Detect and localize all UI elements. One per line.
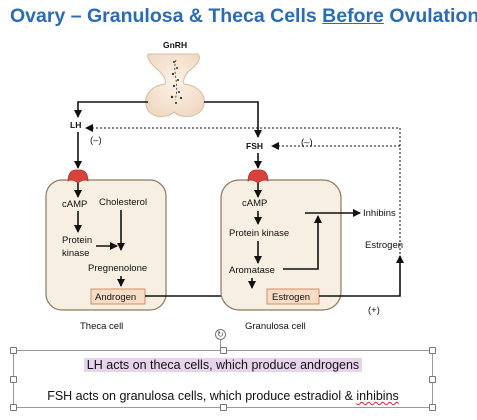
theca-cholesterol-label: Cholesterol <box>99 197 147 208</box>
estrogen-feedback-label: (+) <box>368 305 380 316</box>
androgen-label: Androgen <box>95 292 136 303</box>
resize-handle-bottom-right[interactable] <box>429 404 436 411</box>
fsh-feedback-label: (–) <box>301 137 313 148</box>
rotate-handle-stem <box>220 340 221 350</box>
ovary-diagram: GnRH LH (–) FSH (–) cAMP Cholesterol Pro… <box>45 40 404 332</box>
inhibins-label: Inhibins <box>363 208 396 219</box>
lh-arrow <box>74 101 148 118</box>
estrogen-out-arrow <box>319 255 404 297</box>
resize-handle-middle-right[interactable] <box>429 376 436 383</box>
note-line-2-text: FSH acts on granulosa cells, which produ… <box>47 389 357 403</box>
estrogen-out-label: Estrogen <box>365 240 403 251</box>
estrogen-label: Estrogen <box>272 292 310 303</box>
granulosa-cell-label: Granulosa cell <box>245 321 306 332</box>
fsh-arrow <box>204 101 262 138</box>
theca-camp-label: cAMP <box>62 199 87 210</box>
theca-protein-label: Protein <box>62 235 92 246</box>
note-line-2: FSH acts on granulosa cells, which produ… <box>14 389 432 403</box>
note-line-1: LH acts on theca cells, which produce an… <box>14 358 432 372</box>
lh-label: LH <box>70 120 81 130</box>
resize-handle-top-left[interactable] <box>10 347 17 354</box>
gnrh-label: GnRH <box>163 40 187 50</box>
spellcheck-flagged-word: inhibins <box>356 389 399 403</box>
to-inhibins-arrow <box>283 215 322 270</box>
resize-handle-bottom-left[interactable] <box>10 404 17 411</box>
granulosa-aromatase-label: Aromatase <box>229 265 275 276</box>
theca-pregnenolone-label: Pregnenolone <box>88 263 147 274</box>
pituitary-dots <box>170 61 183 104</box>
pituitary-shape <box>145 53 205 117</box>
theca-cell-label: Theca cell <box>80 321 123 332</box>
slide-title: Ovary – Granulosa & Theca Cells Before O… <box>10 5 477 27</box>
theca-cell <box>45 179 167 311</box>
fsh-label: FSH <box>246 141 263 151</box>
resize-handle-top-right[interactable] <box>429 347 436 354</box>
text-box[interactable]: LH acts on theca cells, which produce an… <box>10 347 436 411</box>
note-line-1-text: LH acts on theca cells, which produce an… <box>83 358 363 372</box>
title-emphasis: Before <box>322 5 384 27</box>
feedback-dotted-line <box>85 124 401 254</box>
lh-feedback-label: (–) <box>90 135 102 146</box>
theca-receptor <box>67 169 89 184</box>
granulosa-receptor <box>247 169 269 184</box>
granulosa-protein-kinase-label: Protein kinase <box>229 228 289 239</box>
resize-handle-bottom-center[interactable] <box>220 404 227 411</box>
rotate-handle-icon[interactable]: ↻ <box>215 329 226 340</box>
resize-handle-top-center[interactable] <box>220 347 227 354</box>
theca-kinase-label: kinase <box>62 248 89 259</box>
granulosa-camp-label: cAMP <box>242 198 267 209</box>
resize-handle-middle-left[interactable] <box>10 376 17 383</box>
